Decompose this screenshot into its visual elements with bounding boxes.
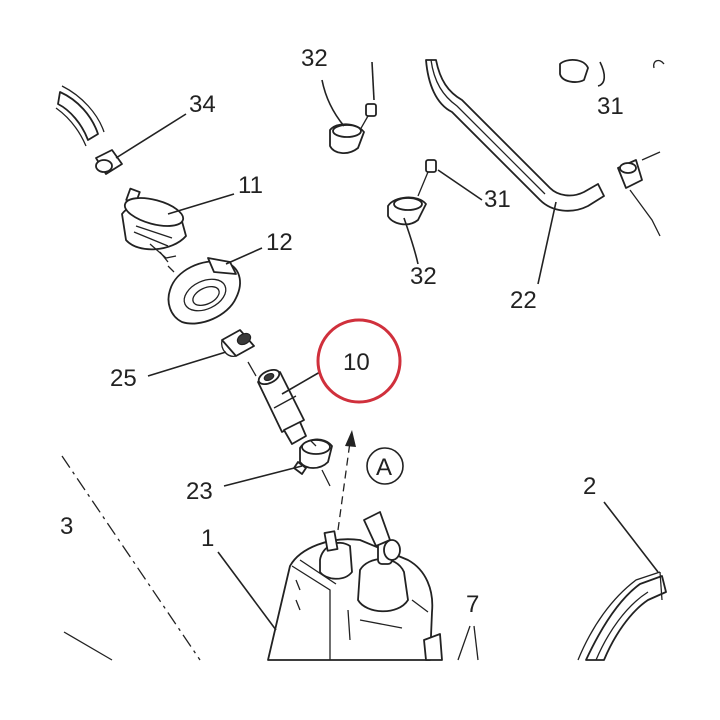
screw-31-top [559, 59, 665, 83]
view-marker-a-ring [366, 447, 404, 485]
callout-23: 23 [186, 478, 213, 505]
hose-34 [55, 85, 105, 147]
callout-32-top: 32 [301, 45, 328, 72]
clip-32-top [329, 103, 377, 154]
clip-32-mid [387, 159, 437, 226]
sleeve-10 [257, 368, 307, 445]
callout-10: 10 [343, 349, 370, 376]
callout-31-mid: 31 [484, 186, 511, 213]
hose-2 [577, 571, 667, 661]
callout-3: 3 [60, 513, 73, 540]
assembly-axis [167, 265, 331, 487]
callout-7: 7 [466, 591, 479, 618]
callout-11: 11 [238, 172, 263, 199]
fitting-11 [121, 187, 187, 263]
fittings-7 [457, 625, 479, 661]
callout-34: 34 [189, 91, 216, 118]
housing-1 [267, 511, 443, 661]
edge-lower-left [63, 631, 113, 661]
callout-1: 1 [201, 525, 214, 552]
leader-lines [115, 61, 659, 631]
callout-22: 22 [510, 287, 537, 314]
callout-12: 12 [266, 229, 293, 256]
boundary-3 [61, 455, 201, 661]
ferrule-25 [221, 329, 255, 357]
callout-32-mid: 32 [410, 263, 437, 290]
direction-arrow-a [337, 430, 356, 531]
callout-31-top: 31 [597, 93, 624, 120]
highlight-ring-10 [316, 318, 402, 404]
callout-a: A [376, 454, 392, 481]
pipe-22 [425, 59, 605, 212]
clip-22-right [617, 151, 661, 237]
clamp-23 [293, 438, 333, 475]
callout-2: 2 [583, 473, 596, 500]
ferrule-34 [95, 149, 123, 175]
callout-25: 25 [110, 365, 137, 392]
nut-12 [167, 257, 241, 325]
